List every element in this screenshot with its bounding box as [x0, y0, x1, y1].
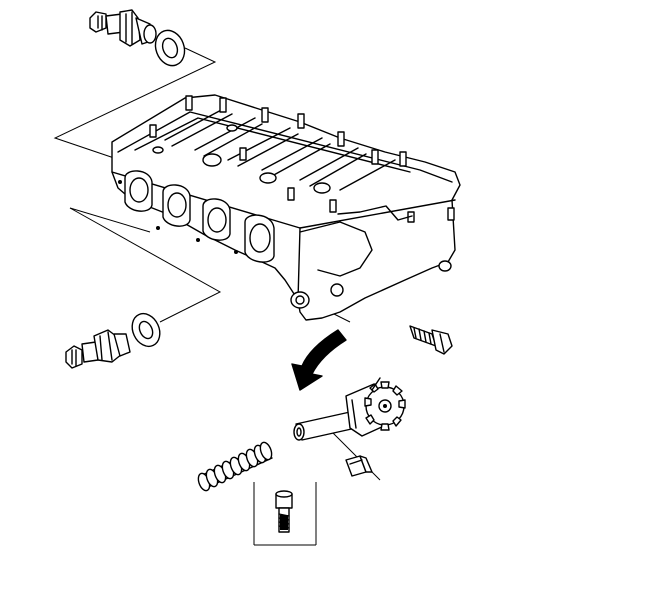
- mounting-bolt: [409, 325, 453, 355]
- direction-arrow: [291, 329, 347, 391]
- chain-tensioner-sprocket: [293, 377, 406, 441]
- washer-icon: [154, 29, 186, 67]
- tensioner-spring: [197, 441, 273, 492]
- upper-injector: [89, 9, 157, 47]
- injector-icon: [89, 9, 157, 47]
- bolt-icon: [275, 490, 293, 533]
- upper-seal-washer: [154, 29, 186, 67]
- washer-icon: [131, 312, 161, 348]
- head-studs: [149, 95, 415, 223]
- detail-bolt: [275, 490, 293, 533]
- retaining-clip: [345, 455, 373, 477]
- detail-inset: [253, 482, 317, 546]
- bolt-icon: [409, 325, 453, 355]
- spring-icon: [197, 441, 273, 492]
- head-ports: [124, 170, 275, 263]
- arrow-icon: [291, 329, 347, 391]
- injector-icon: [65, 329, 131, 369]
- cylinder-head-icon: [111, 94, 461, 321]
- lower-seal-washer: [131, 312, 161, 348]
- lower-injector: [65, 329, 131, 369]
- sprocket-icon: [293, 377, 406, 441]
- clip-icon: [345, 455, 373, 477]
